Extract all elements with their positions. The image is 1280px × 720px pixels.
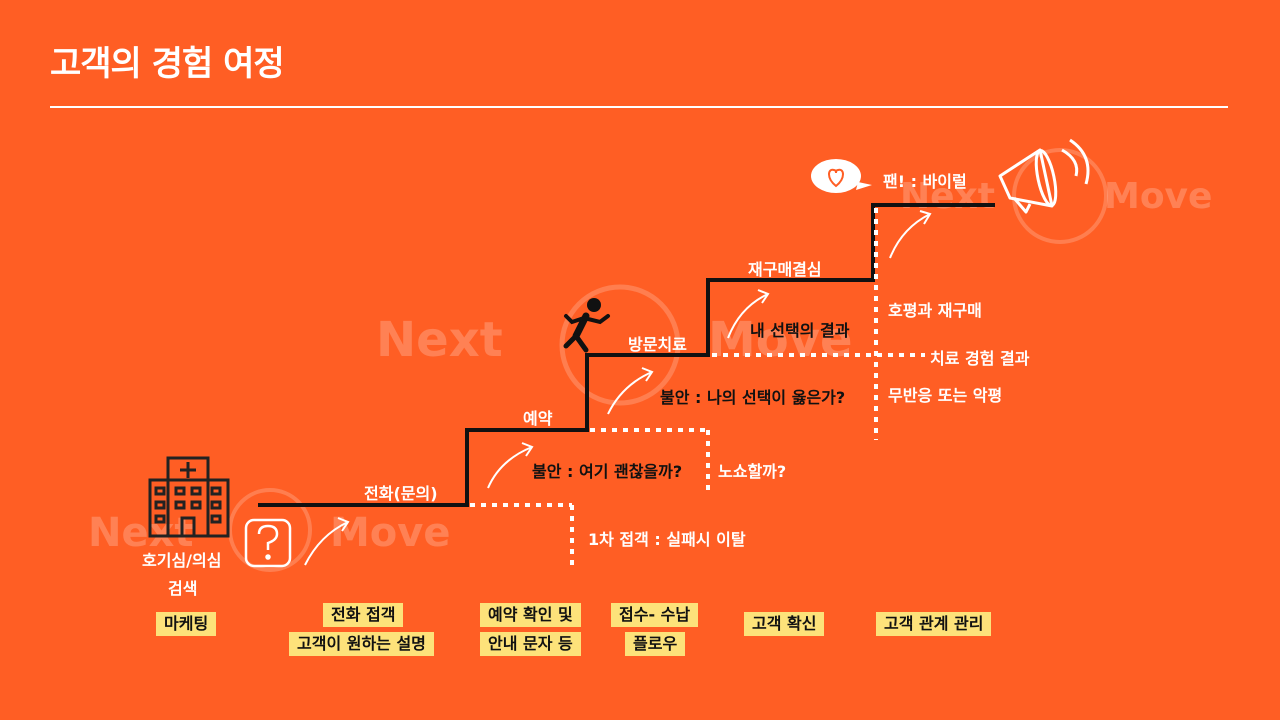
note-noshow: 노쇼할까?	[718, 462, 787, 481]
watermark-right-2: Move	[708, 312, 853, 368]
step-reservation: 예약	[523, 409, 553, 428]
watermark-right-1: Move	[330, 510, 451, 556]
note-result: 내 선택의 결과	[750, 321, 850, 340]
note-anxiety-1: 불안 : 여기 괜찮을까?	[532, 462, 683, 481]
note-bad: 무반응 또는 악평	[888, 386, 1003, 405]
tag-crm: 고객 관계 관리	[876, 612, 992, 636]
watermark-ball-3	[1012, 148, 1108, 244]
watermark-left-1: Next	[88, 510, 194, 556]
tag-phone-1: 전화 접객	[323, 603, 404, 627]
note-treatment-result: 치료 경험 결과	[930, 349, 1030, 368]
watermark-ball-1	[228, 488, 312, 572]
title-divider	[50, 106, 1228, 108]
tag-marketing: 마케팅	[156, 612, 217, 636]
watermark-right-3: Move	[1104, 176, 1213, 217]
watermark-ball-2	[559, 284, 681, 406]
tag-confirm-customer: 고객 확신	[744, 612, 825, 636]
tag-receipt-1: 접수- 수납	[611, 603, 699, 627]
staircase-line	[258, 203, 995, 507]
tag-confirm-1: 예약 확인 및	[480, 603, 581, 627]
step-curiosity: 호기심/의심	[142, 551, 222, 570]
question-icon	[244, 518, 292, 568]
step-fan: 팬! : 바이럴	[883, 172, 967, 191]
runner-icon	[563, 298, 610, 353]
tag-confirm-2: 안내 문자 등	[480, 632, 581, 656]
step-visit: 방문치료	[628, 335, 687, 354]
note-anxiety-2: 불안 : 나의 선택이 옳은가?	[660, 388, 846, 407]
page-title: 고객의 경험 여정	[50, 44, 285, 84]
note-first-contact: 1차 접객 : 실패시 이탈	[588, 530, 746, 549]
step-search: 검색	[168, 579, 198, 598]
hospital-icon	[148, 456, 230, 538]
step-repurchase: 재구매결심	[748, 260, 822, 279]
heart-bubble-icon	[811, 159, 872, 193]
step-call: 전화(문의)	[364, 484, 438, 503]
dotted-lines	[470, 208, 925, 565]
note-review: 호평과 재구매	[888, 301, 982, 320]
watermark-left-2: Next	[376, 312, 503, 368]
watermark-left-3: Next	[900, 176, 995, 217]
tag-receipt-2: 플로우	[625, 632, 686, 656]
arrow-icon	[304, 210, 932, 566]
megaphone-icon	[998, 138, 1090, 214]
tag-phone-2: 고객이 원하는 설명	[289, 632, 434, 656]
